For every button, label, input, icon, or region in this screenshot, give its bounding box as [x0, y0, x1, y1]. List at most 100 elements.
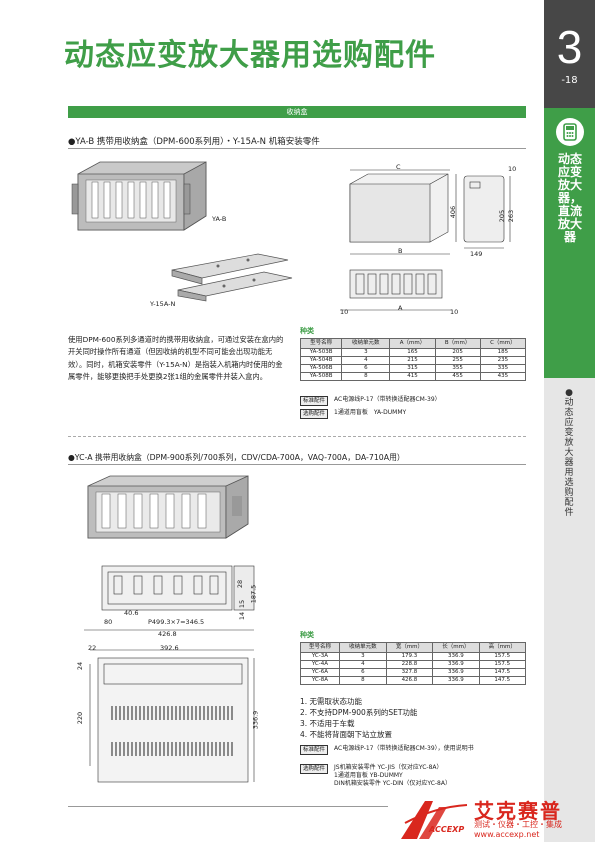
optional-text: JS机箱安装零件 YC-JIS（仅对应YC-8A）: [334, 764, 443, 771]
yc-a-front-drawing: [84, 565, 255, 631]
accexp-logo: ACCEXP 艾克赛普 测试・仪器・工控・集成 www.accexp.net: [397, 795, 595, 842]
section2-notes: 1. 无需取状态功能 2. 不支持DPM-900系列的SET功能 3. 不适用于…: [300, 696, 417, 740]
ya-b-dimension-drawing: [340, 169, 511, 311]
dim-15: 15: [238, 599, 247, 609]
dim-10-left: 10: [340, 308, 349, 316]
table-cell: 235: [479, 356, 527, 365]
table-cell: 165: [389, 348, 436, 357]
table-cell: 315: [389, 364, 436, 373]
dim-205: 205: [498, 209, 507, 223]
table-cell: 435: [479, 372, 527, 381]
table-header: 收纳单元数: [338, 642, 387, 653]
logo-url: www.accexp.net: [474, 830, 540, 839]
table-cell: 3: [341, 348, 391, 357]
section1-title: ●YA-B 携带用收纳盒（DPM-600系列用）・Y-15A-N 机箱安装零件: [68, 137, 320, 147]
table-cell: 6: [338, 668, 387, 677]
table-cell: YA-508B: [299, 372, 343, 381]
photo-label-y-15a-n: Y-15A-N: [150, 300, 176, 308]
standard-text: AC电源线P-17（带转换适配器CM-39），使用说明书: [334, 745, 474, 752]
table-cell: 157.5: [478, 660, 527, 669]
table-cell: 8: [341, 372, 391, 381]
dim-149: 149: [470, 250, 483, 258]
table-cell: 336.9: [432, 652, 480, 661]
table-cell: 355: [434, 364, 481, 373]
optional-tag: 选购配件: [300, 764, 329, 774]
dim-b: B: [398, 247, 403, 255]
table-cell: 336.9: [432, 668, 480, 677]
optional-text: 1通道用盲板 YA-DUMMY: [334, 409, 407, 416]
table-cell: 426.8: [385, 676, 434, 685]
table-cell: 205: [434, 348, 481, 357]
table-cell: YC-8A: [300, 676, 340, 685]
dim-22: 22: [88, 644, 97, 652]
section2-standard-accessories: 标准配件 AC电源线P-17（带转换适配器CM-39），使用说明书: [300, 745, 474, 755]
dim-28: 28: [236, 579, 245, 589]
table-cell: 6: [341, 364, 391, 373]
note-item: 2. 不支持DPM-900系列的SET功能: [300, 708, 418, 717]
table-cell: 415: [389, 372, 436, 381]
dim-406: 406: [449, 205, 458, 219]
table-cell: 147.5: [478, 668, 527, 677]
table-header: 型号名称: [300, 642, 340, 653]
table-cell: YC-6A: [300, 668, 340, 677]
footer-rule: [68, 806, 388, 807]
side-subcategory-tab: ●动态应变放大器用选购配件: [544, 378, 595, 842]
dim-c: C: [396, 163, 401, 171]
section-divider: [68, 436, 526, 437]
section1-optional-accessories: 选购配件 1通道用盲板 YA-DUMMY: [300, 409, 406, 419]
chapter-page: -18: [561, 75, 578, 86]
note-item: 3. 不适用于车载: [300, 719, 355, 728]
dim-14: 14: [238, 611, 247, 621]
side-subcategory-label: ●动态应变放大器用选购配件: [564, 388, 574, 518]
yc-a-top-drawing: [89, 649, 255, 783]
page-title: 动态应变放大器用选购配件: [64, 38, 436, 73]
standard-tag: 标准配件: [300, 396, 329, 406]
section-bar: 收纳盒: [68, 106, 526, 118]
table-cell: YC-3A: [300, 652, 340, 661]
table-cell: 228.8: [385, 660, 434, 669]
table-cell: 3: [338, 652, 387, 661]
side-category-tab: 动态应变放大器，直流放大器: [544, 108, 595, 378]
table-cell: 4: [338, 660, 387, 669]
table-header: 型号名称: [299, 338, 343, 349]
table-cell: 336.9: [432, 676, 480, 685]
section2-table-label: 种类: [300, 631, 314, 639]
table-cell: 4: [341, 356, 391, 365]
dim-392: 392.6: [160, 644, 179, 652]
table-header: 高（mm）: [478, 642, 527, 653]
table-cell: 179.3: [385, 652, 434, 661]
optional-tag: 选购配件: [300, 409, 329, 419]
table-cell: 335: [479, 364, 527, 373]
section2-title: ●YC-A 携带用收纳盒（DPM-900系列/700系列，CDV/CDA-700…: [68, 453, 405, 462]
optional-text: DIN机箱安装零件 YC-DIN（仅对应YC-8A）: [334, 780, 451, 787]
table-cell: 147.5: [478, 676, 527, 685]
table-cell: 185: [479, 348, 527, 357]
table-header: B（mm）: [434, 338, 481, 349]
table-cell: 327.8: [385, 668, 434, 677]
device-icon: [556, 118, 584, 146]
y-15a-n-photo: [171, 253, 293, 302]
note-item: 4. 不能将背面朝下站立放置: [300, 730, 393, 739]
table-cell: 455: [434, 372, 481, 381]
dim-426-top: 426.8: [158, 630, 177, 638]
table-cell: 215: [389, 356, 436, 365]
dim-10-right: 10: [450, 308, 459, 316]
section1-table-label: 种类: [300, 327, 314, 335]
table-header: A（mm）: [389, 338, 436, 349]
dim-24: 24: [76, 661, 85, 671]
table-cell: 255: [434, 356, 481, 365]
dim-220: 220: [76, 711, 85, 725]
photo-label-ya-b: YA-B: [212, 215, 227, 223]
table-cell: YA-506B: [299, 364, 343, 373]
table-header: 宽（mm）: [385, 642, 434, 653]
section1-description: 使用DPM-600系列多通道时的携带用收纳盒，可通过安装在盒内的开关同时操作所有…: [68, 335, 284, 381]
logo-name: 艾克赛普: [474, 799, 562, 823]
section2-rule: [68, 464, 526, 465]
